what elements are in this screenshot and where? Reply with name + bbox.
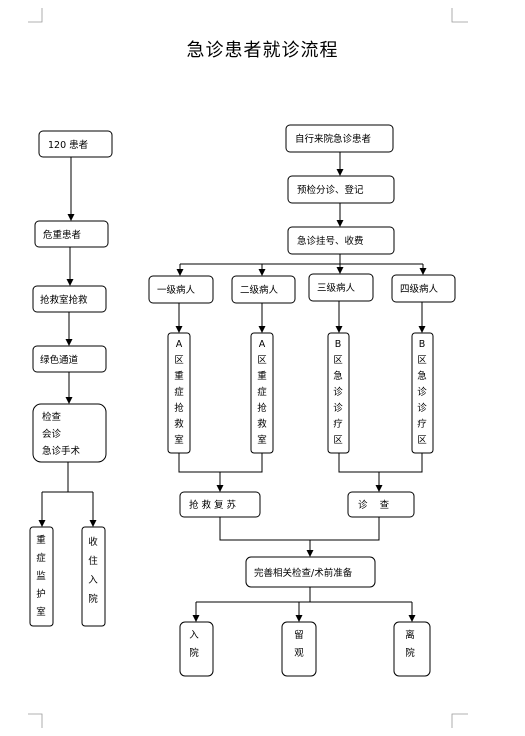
label-zone-a-1-char: 症 — [174, 386, 184, 398]
label-icu-char: 监 — [36, 570, 46, 582]
label-inpatient-char: 入 — [189, 630, 199, 641]
label-admit-char: 院 — [88, 593, 98, 605]
label-zone-b-1-char: 区 — [333, 435, 343, 446]
label-leave-char: 离 — [405, 629, 415, 641]
box-icu — [29, 526, 54, 627]
label-icu-char: 症 — [36, 552, 46, 564]
box-level-4 — [391, 274, 456, 303]
label-level-2: 二级病人 — [240, 284, 279, 296]
box-inpatient — [179, 621, 214, 677]
label-zone-a-2-char: 重 — [257, 370, 267, 382]
label-admit-char: 入 — [88, 575, 98, 586]
connector-prepare-split — [196, 587, 412, 603]
label-zone-b-2-char: 急 — [417, 370, 427, 382]
label-icu-char: 室 — [36, 606, 46, 618]
box-exam-consult-surgery — [32, 403, 107, 463]
label-zone-a-1-char: 抢 — [174, 402, 184, 414]
connector-to-prepare — [219, 517, 380, 541]
connector-zone-b-merge — [338, 453, 423, 473]
box-register — [287, 226, 395, 255]
label-zone-b-2-char: 区 — [417, 435, 427, 446]
connector-exam-split — [42, 462, 93, 493]
label-level-1: 一级病人 — [157, 284, 196, 296]
label-zone-a-1-char: A — [176, 339, 183, 350]
label-green-channel: 绿色通道 — [40, 354, 79, 366]
box-diagnosis — [347, 491, 415, 518]
label-emergency-surgery: 急诊手术 — [42, 445, 81, 457]
label-zone-b-2-char: 区 — [417, 355, 427, 366]
box-leave — [393, 621, 431, 677]
label-level-4: 四级病人 — [400, 283, 439, 295]
label-observe-char: 留 — [294, 629, 304, 641]
box-admit — [81, 526, 106, 627]
page-title: 急诊患者就诊流程 — [186, 40, 339, 61]
label-zone-a-1-char: 区 — [174, 355, 184, 366]
label-zone-b-2-char: 疗 — [417, 418, 427, 430]
label-zone-b-2-char: B — [419, 339, 426, 350]
label-zone-a-1-char: 救 — [174, 418, 184, 430]
label-admit-char: 住 — [88, 555, 98, 567]
label-leave-char: 院 — [405, 647, 415, 659]
box-level-2 — [231, 275, 296, 304]
label-zone-a-2-char: 抢 — [257, 402, 267, 414]
label-zone-b-1-char: 疗 — [333, 418, 343, 430]
label-zone-b-2-char: 诊 — [417, 402, 427, 414]
label-exam: 检查 — [42, 411, 62, 423]
label-zone-b-1-char: 区 — [333, 355, 343, 366]
label-zone-b-1-char: B — [335, 339, 342, 350]
label-critical-patient: 危重患者 — [43, 229, 81, 241]
label-self-arrival: 自行来院急诊患者 — [295, 133, 371, 145]
label-inpatient-char: 院 — [189, 647, 199, 659]
box-triage — [287, 175, 395, 204]
page-corner-marks — [28, 8, 468, 728]
box-observe — [281, 621, 317, 677]
label-zone-b-1-char: 诊 — [333, 386, 343, 398]
box-level-3 — [308, 273, 374, 302]
label-zone-a-1-char: 重 — [174, 370, 184, 382]
box-120-patient — [38, 130, 113, 158]
connector-register-split — [180, 254, 423, 265]
label-diagnosis: 诊 查 — [358, 499, 390, 511]
label-zone-a-2-char: A — [259, 339, 266, 350]
label-resuscitation: 抢 救 复 苏 — [189, 499, 237, 511]
label-zone-b-2-char: 诊 — [417, 386, 427, 398]
label-zone-b-1-char: 诊 — [333, 402, 343, 414]
label-zone-a-1-char: 室 — [174, 434, 184, 446]
label-rescue-room: 抢救室抢救 — [40, 294, 88, 306]
label-admit-char: 收 — [88, 536, 98, 548]
label-register: 急诊挂号、收费 — [297, 235, 364, 247]
label-triage: 预检分诊、登记 — [297, 184, 364, 196]
label-consult: 会诊 — [42, 428, 62, 440]
label-120-patient: 120 患者 — [48, 139, 88, 151]
label-zone-a-2-char: 症 — [257, 386, 267, 398]
label-zone-a-2-char: 救 — [257, 418, 267, 430]
label-zone-a-2-char: 区 — [257, 355, 267, 366]
label-zone-b-1-char: 急 — [333, 370, 343, 382]
label-prepare: 完善相关检查/术前准备 — [254, 567, 353, 579]
box-level-1 — [148, 275, 214, 304]
label-level-3: 三级病人 — [317, 282, 356, 294]
label-zone-a-2-char: 室 — [257, 434, 267, 446]
label-icu-char: 重 — [36, 534, 46, 546]
label-icu-char: 护 — [36, 588, 46, 600]
label-observe-char: 观 — [294, 648, 304, 659]
box-critical-patient — [34, 220, 109, 248]
